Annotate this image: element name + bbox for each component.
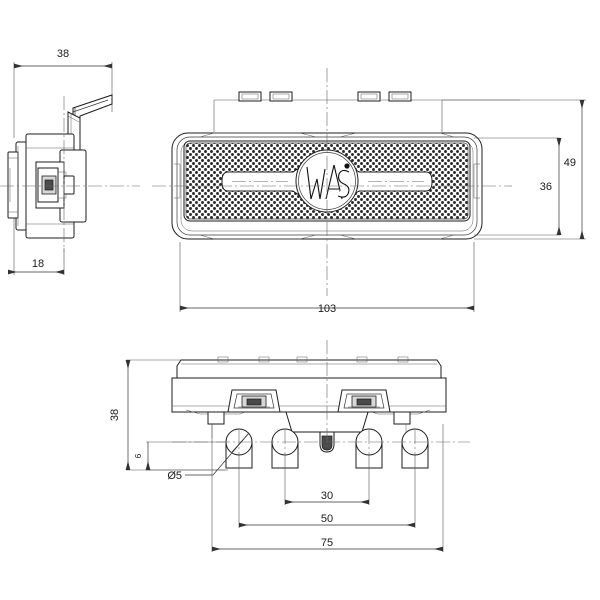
- bottom-connector-right: [337, 389, 391, 413]
- brand-logo-was: [306, 163, 350, 200]
- dimension-label-18: 18: [32, 258, 44, 270]
- side-view: 38 18: [0, 48, 140, 275]
- dimension-label-49: 49: [564, 157, 576, 169]
- dimension-pitch-50: 50: [238, 455, 416, 528]
- dimension-label-pin-6: 6: [134, 453, 143, 458]
- dimension-label-103: 103: [318, 303, 336, 315]
- dimension-label-75: 75: [321, 537, 333, 549]
- dimension-label-36: 36: [540, 181, 552, 193]
- dimension-hole-diameter: Ø5: [167, 432, 250, 482]
- dimension-front-inner-height: 36: [474, 137, 562, 236]
- dimension-label-bottom-38: 38: [109, 409, 121, 421]
- dimension-pitch-30: 30: [284, 455, 370, 505]
- bottom-connector-left: [227, 389, 281, 413]
- bottom-mounting-ears: [207, 411, 411, 438]
- dimension-front-outer-height: 49: [442, 99, 586, 240]
- front-housing-detail-marks: [174, 132, 480, 240]
- side-lamp-body: [7, 133, 87, 239]
- bottom-view: 38 6 Ø5 30 50: [109, 340, 470, 552]
- dimension-label-50: 50: [321, 513, 333, 525]
- dimension-label-d5: Ø5: [167, 470, 182, 482]
- dimension-label-38: 38: [57, 48, 69, 60]
- dimension-label-30: 30: [321, 490, 333, 502]
- dimension-side-width: 38: [13, 48, 113, 138]
- dimension-pitch-75: 75: [211, 424, 444, 552]
- dimension-front-width: 103: [179, 242, 475, 315]
- front-view: 103 36 49: [152, 68, 586, 315]
- bottom-housing: [171, 356, 447, 415]
- dimension-bottom-height: 38: [109, 359, 228, 471]
- dimension-pin-height: 6: [134, 441, 226, 471]
